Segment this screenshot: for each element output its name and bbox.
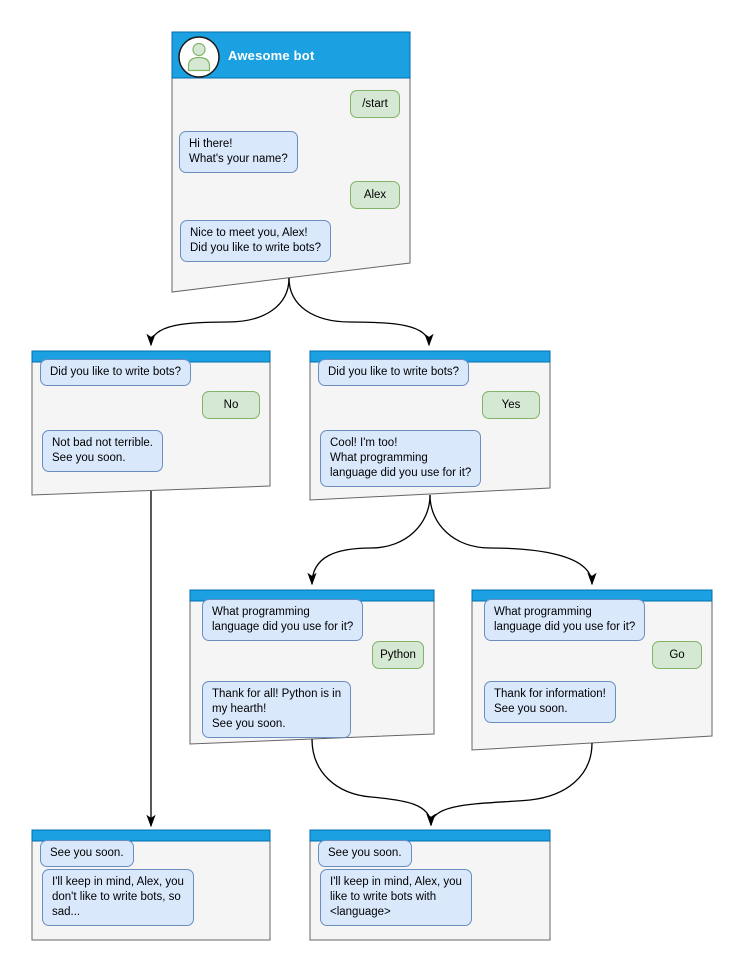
start-name-reply-button[interactable]: Alex bbox=[350, 181, 400, 209]
start-nice-to-meet-message: Nice to meet you, Alex! Did you like to … bbox=[180, 220, 332, 262]
edge-yes-to-go bbox=[429, 494, 597, 586]
go-question-message: What programming language did you use fo… bbox=[484, 599, 646, 641]
end-yes-window-header bbox=[309, 829, 551, 842]
python-response-message: Thank for all! Python is in my hearth! S… bbox=[202, 681, 352, 738]
start-window-title: Awesome bot bbox=[228, 47, 315, 63]
edge-go-to-end-yes bbox=[426, 742, 593, 827]
no-answer-button[interactable]: No bbox=[202, 391, 260, 419]
python-answer-button[interactable]: Python bbox=[372, 641, 424, 669]
edge-start-to-yes bbox=[288, 277, 434, 347]
yes-answer-button[interactable]: Yes bbox=[482, 391, 540, 419]
go-response-message: Thank for information! See you soon. bbox=[484, 681, 616, 723]
edge-yes-to-python bbox=[307, 494, 431, 586]
end-no-question-message: See you soon. bbox=[40, 840, 134, 867]
edge-start-to-no bbox=[146, 277, 290, 347]
python-question-message: What programming language did you use fo… bbox=[202, 599, 364, 641]
edge-python-to-end-yes bbox=[311, 738, 436, 827]
yes-branch-response-message: Cool! I'm too! What programming language… bbox=[320, 430, 482, 487]
person-icon bbox=[187, 42, 211, 72]
start-command-button[interactable]: /start bbox=[350, 90, 400, 118]
no-branch-question-message: Did you like to write bots? bbox=[40, 359, 192, 386]
start-greeting-message: Hi there! What's your name? bbox=[179, 131, 298, 173]
end-no-response-message: I'll keep in mind, Alex, you don't like … bbox=[42, 869, 194, 926]
no-branch-response-message: Not bad not terrible. See you soon. bbox=[42, 430, 164, 472]
end-no-window-header bbox=[31, 829, 271, 842]
go-answer-button[interactable]: Go bbox=[652, 641, 702, 669]
end-yes-question-message: See you soon. bbox=[318, 840, 412, 867]
yes-branch-question-message: Did you like to write bots? bbox=[318, 359, 470, 386]
end-yes-response-message: I'll keep in mind, Alex, you like to wri… bbox=[320, 869, 472, 926]
